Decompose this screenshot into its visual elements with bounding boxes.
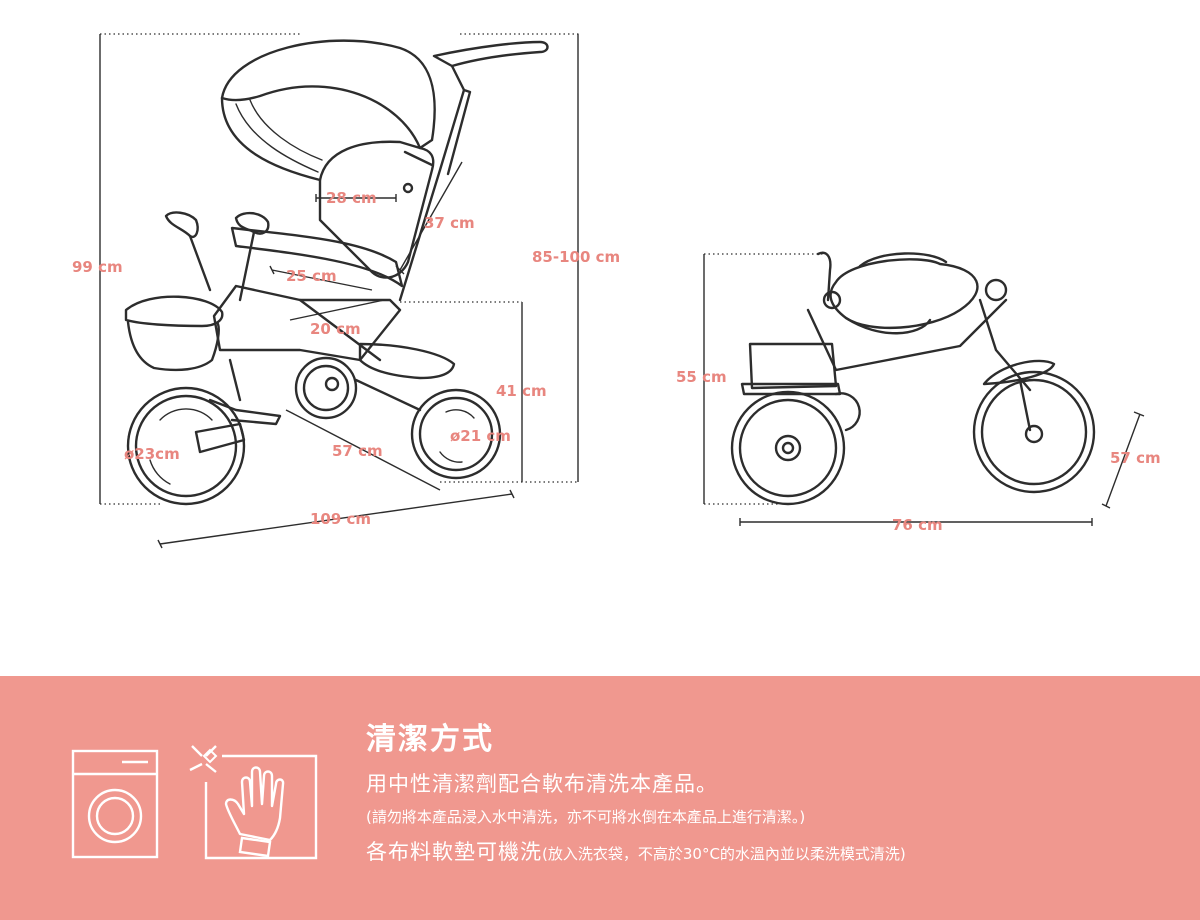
dim-seat-height: 41 cm — [496, 382, 547, 400]
tricycle-folded-view — [703, 251, 1145, 526]
dim-front-wheel: ø23cm — [124, 445, 180, 463]
dim-seat-depth: 20 cm — [310, 320, 361, 338]
dim-folded-length: 76 cm — [892, 516, 943, 534]
washing-machine-icon — [71, 749, 159, 859]
dim-folded-height: 55 cm — [676, 368, 727, 386]
care-instruction-note: (請勿將本產品浸入水中清洗，亦不可將水倒在本產品上進行清潔。) — [366, 808, 806, 826]
machine-wash-detail: (放入洗衣袋，不高於30°C的水溫內並以柔洗模式清洗) — [542, 845, 906, 863]
dim-backrest-height: 37 cm — [424, 214, 475, 232]
dim-seat-width: 25 cm — [286, 267, 337, 285]
care-title: 清潔方式 — [366, 722, 494, 757]
care-instruction-machine-wash: 各布料軟墊可機洗(放入洗衣袋，不高於30°C的水溫內並以柔洗模式清洗) — [366, 836, 906, 866]
tricycle-dimension-diagram: 99 cm 28 cm 37 cm 85-100 cm 25 cm 20 cm … — [72, 33, 1161, 549]
dim-folded-depth: 57 cm — [1110, 449, 1161, 467]
dim-overall-height: 99 cm — [72, 258, 123, 276]
care-instructions-panel: 清潔方式 用中性清潔劑配合軟布清洗本產品。 (請勿將本產品浸入水中清洗，亦不可將… — [0, 676, 1200, 920]
tricycle-side-view — [99, 33, 580, 549]
hand-wash-icon — [189, 745, 318, 860]
dim-handle-height: 85-100 cm — [532, 248, 620, 266]
dim-overall-length: 109 cm — [310, 510, 371, 528]
dim-seat-back-width: 28 cm — [326, 189, 377, 207]
dim-rear-wheel: ø21 cm — [450, 427, 511, 445]
dim-wheelbase: 57 cm — [332, 442, 383, 460]
machine-wash-label: 各布料軟墊可機洗 — [366, 840, 542, 864]
care-instruction-general: 用中性清潔劑配合軟布清洗本產品。 — [366, 772, 718, 796]
